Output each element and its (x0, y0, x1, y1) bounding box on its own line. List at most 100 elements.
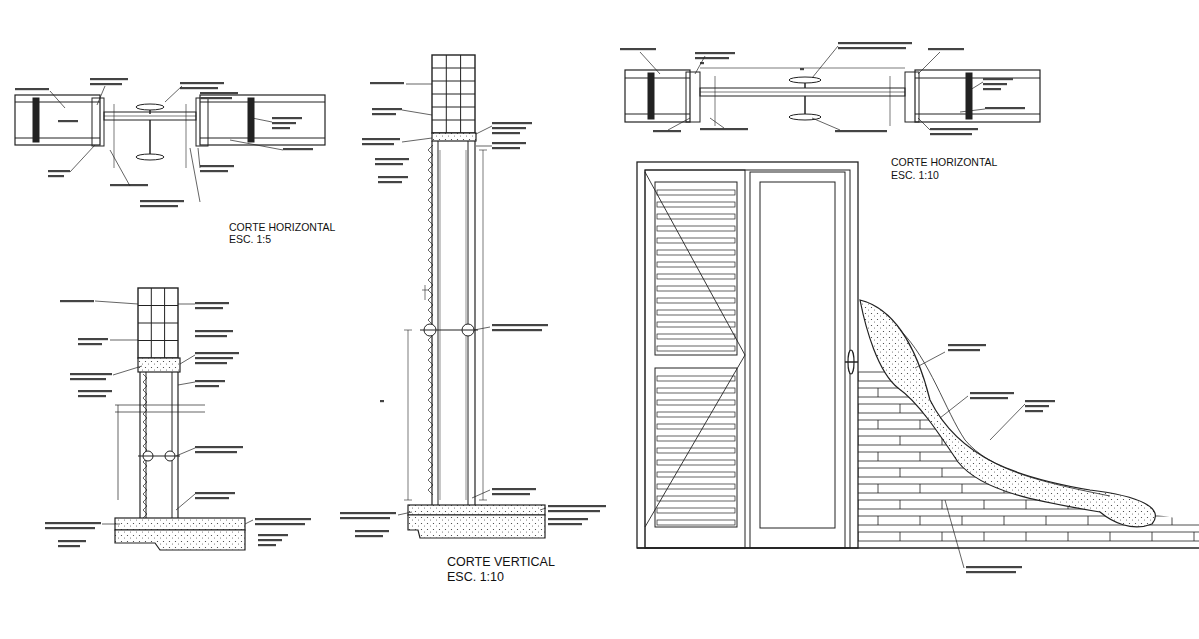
louver-slat (657, 472, 735, 477)
annotation-mark (548, 505, 606, 507)
annotation-mark (78, 395, 106, 397)
louver-profile (428, 145, 433, 495)
wall-stud (966, 73, 972, 119)
louver-slat (657, 274, 735, 279)
brick-joint (984, 372, 985, 381)
louver-slat (657, 250, 735, 255)
brick-joint (1088, 516, 1089, 525)
annotation-mark (700, 128, 748, 130)
brick-joint (858, 436, 859, 445)
brick-joint (858, 452, 1199, 453)
louver-slat (657, 412, 735, 417)
annotation-mark (200, 97, 232, 99)
annotation-mark (195, 446, 243, 448)
annotation-mark (370, 82, 404, 84)
annotation-mark (180, 82, 224, 84)
brick-joint (1088, 420, 1089, 429)
linework (404, 330, 412, 331)
brick-joint (1026, 372, 1027, 381)
wall-section (200, 95, 325, 145)
brick-joint (858, 372, 859, 381)
leader-line (198, 148, 200, 168)
annotation-mark (195, 385, 219, 387)
brick-joint (900, 468, 901, 477)
annotation-mark (272, 117, 302, 119)
brick-joint (878, 452, 879, 461)
swing-line (645, 172, 745, 355)
leader-line (113, 366, 142, 375)
leader-line (812, 46, 838, 78)
linework (138, 340, 178, 341)
floor-slab (408, 515, 545, 538)
scale-note: ESC. 1:10 (890, 170, 940, 182)
leader-line (918, 52, 940, 74)
door-leaf (700, 88, 905, 96)
brick-joint (1194, 372, 1195, 381)
annotation-mark (548, 518, 588, 520)
brick-joint (942, 532, 943, 541)
linework (177, 372, 178, 518)
annotation-mark (492, 324, 548, 326)
brick-joint (1110, 404, 1111, 413)
linework (432, 120, 475, 121)
annotation-mark (362, 138, 400, 140)
brick-joint (1130, 452, 1131, 461)
door-frame (686, 72, 700, 122)
linework (115, 405, 205, 406)
leader-line (110, 340, 138, 341)
linework (138, 323, 178, 324)
handle-symbol (149, 120, 151, 154)
brick-joint (1194, 436, 1195, 445)
annotation-mark (492, 147, 520, 149)
handle-symbol (149, 110, 151, 114)
linework (479, 500, 487, 501)
linework (172, 372, 173, 518)
linework (440, 150, 441, 500)
linework (432, 81, 475, 82)
leader-line (176, 494, 195, 510)
leader-line (540, 508, 546, 510)
annotation-mark (140, 200, 184, 202)
annotation-mark (200, 92, 238, 94)
annotation-mark (272, 122, 296, 124)
louver-slat (657, 190, 735, 195)
brick-joint (984, 404, 985, 413)
annotation-mark (930, 128, 978, 130)
leader-line (245, 520, 253, 524)
leader-line (402, 138, 432, 142)
plaster-layer (860, 300, 1155, 527)
annotation-mark (983, 78, 1013, 80)
handle-symbol (804, 83, 806, 88)
brick-joint (1068, 372, 1069, 381)
brick-joint (1004, 452, 1005, 461)
leader-line (110, 150, 130, 186)
leader-line (178, 304, 195, 305)
brick-joint (900, 404, 901, 413)
door-leaf-glazed (750, 172, 845, 548)
annotation-mark (375, 163, 403, 165)
plaster-layer (900, 330, 1110, 496)
brick-joint (1088, 452, 1089, 461)
floor-finish (408, 505, 545, 515)
linework (438, 141, 439, 505)
annotation-mark (255, 523, 305, 525)
annotation-mark (378, 176, 408, 178)
linework (625, 114, 690, 115)
brick-joint (858, 420, 1199, 421)
louver-slat (657, 226, 735, 231)
annotation-mark (58, 120, 78, 122)
annotation-mark (970, 392, 1014, 394)
annotation-mark (492, 142, 526, 144)
louver-slat (657, 508, 735, 513)
louver-slat (657, 334, 735, 339)
brick-joint (962, 420, 963, 429)
linework (404, 500, 412, 501)
brick-joint (858, 500, 1199, 501)
handle-symbol (789, 77, 821, 83)
brick-joint (920, 452, 921, 461)
annotation-mark (378, 181, 402, 183)
annotation-mark (838, 47, 906, 49)
louver-panel (655, 182, 737, 355)
leader-line (178, 382, 195, 385)
